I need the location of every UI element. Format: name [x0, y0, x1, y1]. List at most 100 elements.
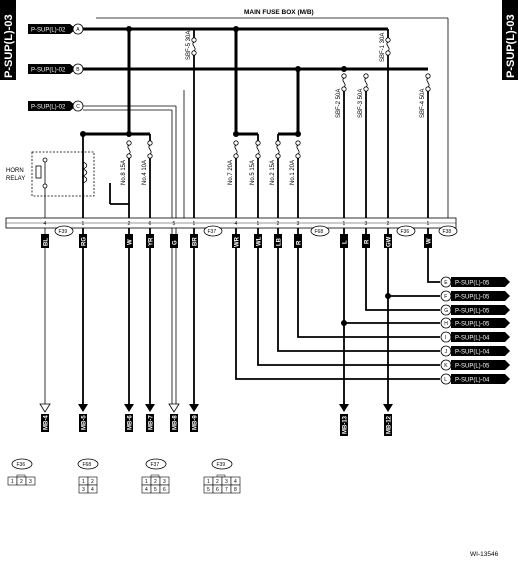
wire-color-tags: BL RG W YR G BR WR WL LB R L R GW W [41, 234, 433, 248]
connector-f37: F37 [203, 225, 223, 237]
legend-f68-cell-3: 4 [91, 487, 94, 493]
mb-target-6: MB-13 [340, 414, 349, 436]
mb-target-5-text: MB-9 [193, 415, 199, 430]
wire-tag-7: WL [254, 234, 263, 248]
legend-f37-cell-2: 3 [163, 479, 166, 485]
mb-target-2-text: MB-6 [128, 415, 134, 430]
legend-f39-cell-0: 1 [207, 479, 210, 485]
output-tag-i: I P-SUP(L)-04 [440, 331, 510, 343]
fuse-sbf3-label: SBF-3 50A [358, 89, 364, 118]
pin-1: 1 [82, 221, 85, 227]
fuse-group-middle [234, 29, 259, 142]
connector-f38: F38 [438, 225, 458, 237]
fuse-output-wires [128, 55, 429, 218]
legend-f36-cell-0: 1 [11, 479, 14, 485]
legend-f36-cell-2: 3 [29, 479, 32, 485]
wire-tag-8-text: LB [277, 237, 283, 246]
wire-tag-2-text: W [128, 239, 134, 245]
mb-target-1: MB-5 [79, 414, 88, 432]
harness-wires [44, 228, 440, 404]
wire-tag-12: GW [384, 234, 393, 248]
pin-3: 6 [149, 221, 152, 227]
connector-f39-label: F39 [59, 229, 68, 235]
side-tab-left-text: P-SUP(L)-03 [3, 14, 15, 78]
connector-f36: F36 [396, 225, 416, 237]
wire-tag-0: BL [41, 234, 50, 248]
fuse-no5: No.5 15A [250, 140, 261, 185]
main-fuse-box [96, 17, 449, 218]
legend-f36-cell-1: 2 [20, 479, 23, 485]
connector-f37-label: F37 [208, 229, 217, 235]
output-tag-k-letter: K [444, 363, 448, 369]
connector-f39: F39 [54, 225, 74, 237]
fuse-sbf3: SBF-3 50A [358, 73, 369, 118]
wire-tag-1: RG [79, 234, 88, 248]
horn-relay-wires [44, 134, 84, 218]
fuse-no1-label: No.1 20A [290, 160, 296, 185]
fuse-sbf1-label: SBF-1 30A [380, 33, 386, 62]
input-tag-b-letter: B [76, 67, 80, 73]
fuse-no8-label: No.8 15A [121, 160, 127, 185]
input-c-wires [171, 106, 177, 218]
legend-f39: F39 1 2 3 4 5 6 7 8 [203, 458, 241, 494]
wire-tag-3: YR [146, 234, 155, 248]
legend-f36: F36 1 2 3 [7, 458, 36, 486]
fuse-sbf5-label: SBF-5 30A [186, 31, 192, 60]
wire-tag-4-text: G [173, 240, 179, 245]
legend-f39-cell-1: 2 [216, 479, 219, 485]
legend-f37-cell-3: 4 [145, 487, 148, 493]
mb-target-4: MB-8 [170, 414, 179, 432]
output-tag-e-letter: E [444, 280, 448, 286]
input-tag-c-ref: P-SUP(L)-02 [31, 105, 66, 111]
legend-f37-cell-4: 5 [154, 487, 157, 493]
output-tag-e: E P-SUP(L)-05 [440, 276, 510, 288]
horn-relay-line2: RELAY [6, 176, 25, 182]
legend-f39-cell-4: 5 [207, 487, 210, 493]
legend-f39-name: F39 [217, 462, 226, 468]
output-tags: E P-SUP(L)-05 F P-SUP(L)-05 G P-SUP(L)-0… [440, 276, 510, 385]
wire-tag-9-text: R [297, 240, 303, 245]
wire-tag-1-text: RG [82, 237, 88, 246]
pin-4: 5 [173, 221, 176, 227]
connector-f68: F68 [310, 225, 330, 237]
output-tag-j: J P-SUP(L)-04 [440, 345, 510, 357]
wire-tag-6: WR [232, 234, 241, 248]
mb-target-3: MB-7 [146, 414, 155, 432]
bus-lines [83, 27, 428, 111]
input-tag-a-letter: A [76, 27, 80, 33]
output-tag-f-ref: P-SUP(L)-05 [455, 295, 490, 301]
output-tag-j-letter: J [445, 349, 448, 355]
legend-f39-cell-3: 4 [234, 479, 237, 485]
junction-output-f [385, 293, 391, 299]
pin-2: 2 [128, 221, 131, 227]
mb-target-0-text: MB-4 [44, 415, 50, 430]
mb-targets: MB-4 MB-5 MB-6 MB-7 MB-8 MB-9 MB-13 MB-1… [41, 414, 393, 436]
wire-tag-11-text: R [365, 239, 371, 244]
output-tag-k-ref: P-SUP(L)-05 [455, 364, 490, 370]
fuse-no4-label: No.4 10A [142, 160, 148, 185]
junction-middle-fuse [233, 131, 239, 137]
legend-f36-name: F36 [17, 462, 26, 468]
legend-f37-name: F37 [151, 462, 160, 468]
wire-tag-10-text: L [343, 240, 349, 244]
output-tag-l: L P-SUP(L)-04 [440, 373, 510, 385]
pin-9: 3 [297, 221, 300, 227]
output-tag-g: G P-SUP(L)-05 [440, 304, 510, 316]
legend-f68: F68 1 2 3 4 [77, 458, 99, 494]
pin-5: 1 [193, 221, 196, 227]
horn-relay: HORN RELAY [6, 151, 95, 197]
output-tag-e-ref: P-SUP(L)-05 [455, 281, 490, 287]
fuse-no4: No.4 10A [142, 140, 153, 185]
fuse-no2-label: No.2 15A [270, 160, 276, 185]
input-tag-a: P-SUP(L)-02 A [28, 23, 84, 35]
pin-12: 2 [387, 221, 390, 227]
wire-tag-13-text: W [427, 238, 433, 244]
legend-f68-cell-1: 2 [91, 479, 94, 485]
side-tab-right: P-SUP(L)-03 [502, 0, 518, 80]
pin-7: 1 [257, 221, 260, 227]
wire-tag-13: W [424, 234, 433, 248]
fuse-sbf4-label: SBF-4 50A [420, 89, 426, 118]
fuse-sbf5: SBF-5 30A [186, 29, 197, 60]
fuse-box-title: MAIN FUSE BOX (M/B) [244, 9, 314, 16]
